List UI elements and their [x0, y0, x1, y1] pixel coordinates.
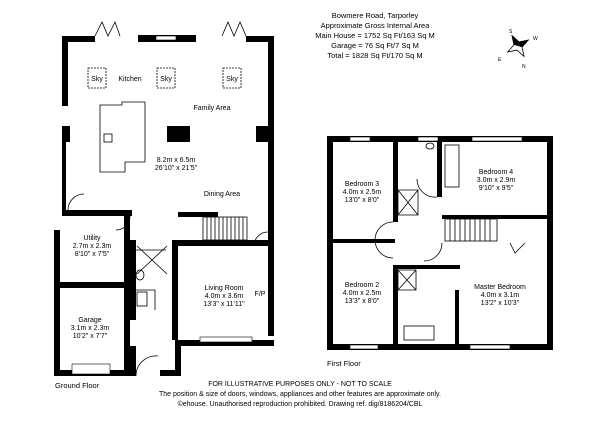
compass-s: S: [509, 29, 513, 35]
bedroom3-imperial: 13'0" x 8'0": [345, 197, 380, 204]
area-summary: Bowmere Road, Tarporley Approximate Gros…: [315, 11, 434, 60]
first-floor-label: First Floor: [327, 359, 361, 368]
disclaimer-title: FOR ILLUSTRATIVE PURPOSES ONLY - NOT TO …: [208, 381, 392, 388]
copyright: ©ehouse. Unauthorised reproduction prohi…: [178, 400, 423, 408]
total-area: Total = 1828 Sq Ft/170 Sq M: [327, 51, 422, 60]
ground-floor-walls: [54, 20, 274, 377]
dining-area-label: Dining Area: [204, 191, 240, 198]
fireplace-label: F/P: [255, 291, 266, 298]
garage-metric: 3.1m x 2.3m: [71, 325, 110, 332]
master-bedroom-imperial: 13'2" x 10'3": [481, 300, 520, 307]
bedroom4-metric: 3.0m x 2.9m: [477, 177, 516, 184]
skylight-2: Sky: [156, 67, 176, 89]
bedroom2-imperial: 13'3" x 8'0": [345, 298, 380, 305]
bedroom2-metric: 4.0m x 2.5m: [343, 290, 382, 297]
utility-imperial: 8'10" x 7'5": [75, 251, 110, 258]
skylight-1: Sky: [87, 67, 107, 89]
living-room-metric: 4.0m x 3.6m: [205, 293, 244, 300]
skylight-3: Sky: [222, 67, 242, 89]
bedroom3-label: Bedroom 3: [345, 181, 379, 188]
utility-label: Utility: [83, 235, 101, 242]
kitchen-label: Kitchen: [118, 76, 141, 83]
compass-e: E: [498, 57, 502, 63]
garage-label: Garage: [78, 317, 101, 324]
compass-n: N: [522, 64, 526, 70]
main-house-area: Main House = 1752 Sq Ft/163 Sq M: [315, 31, 434, 40]
svg-text:Sky: Sky: [91, 76, 103, 83]
open-plan-imperial: 26'10" x 21'5": [155, 165, 198, 172]
compass-w: W: [533, 36, 538, 42]
bedroom4-label: Bedroom 4: [479, 169, 513, 176]
disclaimer-line: The position & size of doors, windows, a…: [159, 391, 441, 398]
address: Bowmere Road, Tarporley: [332, 11, 419, 20]
bedroom2-label: Bedroom 2: [345, 282, 379, 289]
garage-imperial: 10'2" x 7'7": [73, 333, 108, 340]
master-bedroom-metric: 4.0m x 3.1m: [481, 292, 520, 299]
family-area-label: Family Area: [194, 105, 231, 112]
living-room-label: Living Room: [205, 285, 244, 292]
compass-icon: S W E N: [498, 29, 538, 70]
open-plan-metric: 8.2m x 6.5m: [157, 157, 196, 164]
master-bedroom-label: Master Bedroom: [474, 284, 526, 291]
first-floor-walls: [327, 136, 553, 350]
living-room-imperial: 13'3" x 11'11": [203, 301, 245, 308]
area-title: Approximate Gross Internal Area: [321, 21, 431, 30]
utility-metric: 2.7m x 2.3m: [73, 243, 112, 250]
bedroom4-imperial: 9'10" x 9'5": [479, 185, 514, 192]
garage-area: Garage = 76 Sq Ft/7 Sq M: [331, 41, 419, 50]
svg-text:Sky: Sky: [160, 76, 172, 83]
ground-floor-label: Ground Floor: [55, 381, 100, 390]
svg-text:Sky: Sky: [226, 76, 238, 83]
bedroom3-metric: 4.0m x 2.5m: [343, 189, 382, 196]
